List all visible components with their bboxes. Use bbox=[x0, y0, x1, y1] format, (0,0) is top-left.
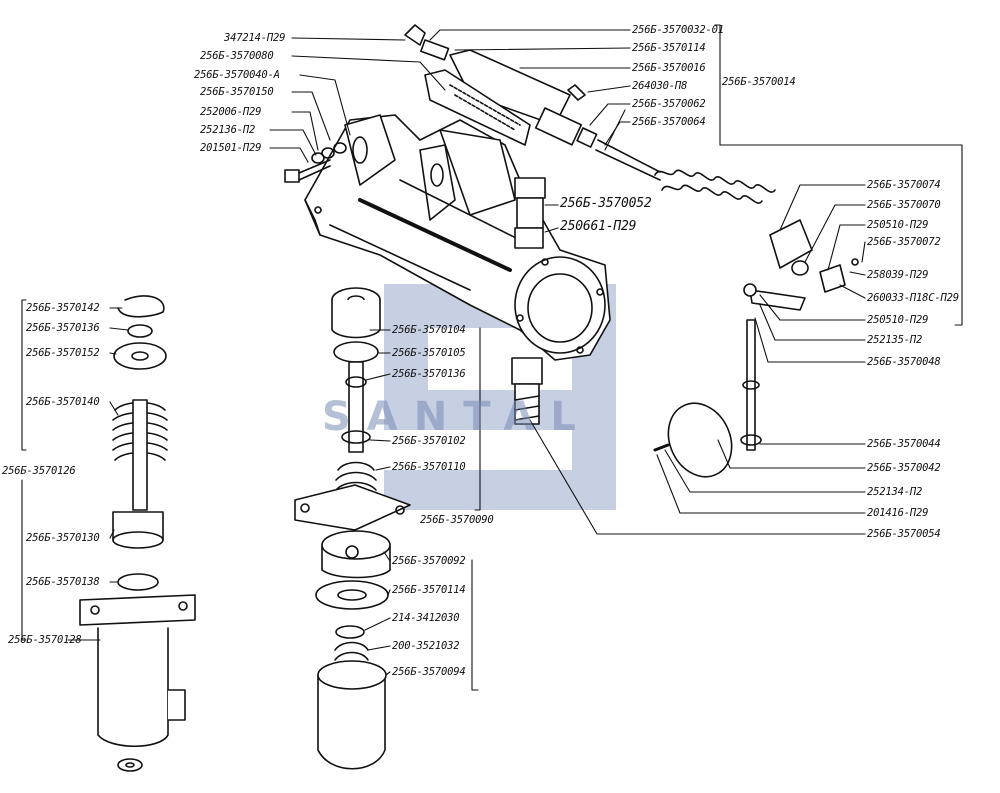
label-256b-3570130: 256Б-3570130 bbox=[26, 532, 100, 544]
label-256b-3570138: 256Б-3570138 bbox=[26, 576, 100, 588]
top-rod-assembly bbox=[404, 24, 661, 181]
label-256b-3570152: 256Б-3570152 bbox=[26, 347, 100, 359]
label-256b-3570074: 256Б-3570074 bbox=[867, 179, 941, 191]
label-252006-p29: 252006-П29 bbox=[200, 106, 262, 118]
left-bolts bbox=[284, 142, 347, 183]
label-252134-p2: 252134-П2 bbox=[867, 486, 923, 498]
label-256b-3570048: 256Б-3570048 bbox=[867, 356, 941, 368]
label-256b-3570090: 256Б-3570090 bbox=[420, 514, 494, 526]
label-256b-3570142: 256Б-3570142 bbox=[26, 302, 100, 314]
label-200-3521032: 200-3521032 bbox=[392, 640, 460, 652]
long-spring bbox=[654, 169, 813, 276]
leader-lines bbox=[21, 24, 963, 691]
watermark-text: SANTAL bbox=[322, 394, 592, 440]
centre-valve-assembly bbox=[294, 287, 411, 770]
label-201501-p29: 201501-П29 bbox=[200, 142, 262, 154]
label-256b-3570150: 256Б-3570150 bbox=[200, 86, 274, 98]
label-347214-p29: 347214-П29 bbox=[224, 32, 286, 44]
label-258039-p29: 258039-П29 bbox=[867, 269, 929, 281]
label-256b-3570062: 256Б-3570062 bbox=[632, 98, 706, 110]
label-256b-3570064: 256Б-3570064 bbox=[632, 116, 706, 128]
label-256b-3570094: 256Б-3570094 bbox=[392, 666, 466, 678]
label-256b-3570102: 256Б-3570102 bbox=[392, 435, 466, 447]
label-256b-3570092: 256Б-3570092 bbox=[392, 555, 466, 567]
label-256b-3570052: 256Б-3570052 bbox=[560, 196, 652, 211]
label-250510-p29-a: 250510-П29 bbox=[867, 219, 929, 231]
label-256b-3570040-a: 256Б-3570040-А bbox=[194, 69, 280, 81]
housing bbox=[304, 114, 611, 361]
label-256b-3570032-01: 256Б-3570032-01 bbox=[632, 24, 724, 36]
label-252136-p2: 252136-П2 bbox=[200, 124, 256, 136]
label-256b-3570136-left: 256Б-3570136 bbox=[26, 322, 100, 334]
label-256b-3570016: 256Б-3570016 bbox=[632, 62, 706, 74]
label-260033-p18c-p29: 260033-П18С-П29 bbox=[867, 292, 959, 304]
label-256b-3570126: 256Б-3570126 bbox=[2, 465, 76, 477]
label-264030-p8: 264030-П8 bbox=[632, 80, 688, 92]
label-256b-3570105: 256Б-3570105 bbox=[392, 347, 466, 359]
label-256b-3570110: 256Б-3570110 bbox=[392, 461, 466, 473]
label-256b-3570042: 256Б-3570042 bbox=[867, 462, 941, 474]
label-256b-3570054: 256Б-3570054 bbox=[867, 528, 941, 540]
label-250661-p29: 250661-П29 bbox=[560, 219, 637, 234]
label-256b-3570114-top: 256Б-3570114 bbox=[632, 42, 706, 54]
label-256b-3570140: 256Б-3570140 bbox=[26, 396, 100, 408]
label-256b-3570128: 256Б-3570128 bbox=[8, 634, 82, 646]
label-256b-3570070: 256Б-3570070 bbox=[867, 199, 941, 211]
label-214-3412030: 214-3412030 bbox=[392, 612, 460, 624]
label-256b-3570104: 256Б-3570104 bbox=[392, 324, 466, 336]
label-256b-3570014: 256Б-3570014 bbox=[722, 76, 796, 88]
label-256b-3570080: 256Б-3570080 bbox=[200, 50, 274, 62]
label-256b-3570114-centre: 256Б-3570114 bbox=[392, 584, 466, 596]
right-lever-parts bbox=[653, 258, 859, 478]
label-256b-3570072: 256Б-3570072 bbox=[867, 236, 941, 248]
fittings bbox=[511, 177, 546, 425]
label-250510-p29-b: 250510-П29 bbox=[867, 314, 929, 326]
label-252135-p2: 252135-П2 bbox=[867, 334, 923, 346]
label-256b-3570044: 256Б-3570044 bbox=[867, 438, 941, 450]
label-201416-p29: 201416-П29 bbox=[867, 507, 929, 519]
label-256b-3570136-centre: 256Б-3570136 bbox=[392, 368, 466, 380]
left-valve-assembly bbox=[79, 295, 196, 772]
